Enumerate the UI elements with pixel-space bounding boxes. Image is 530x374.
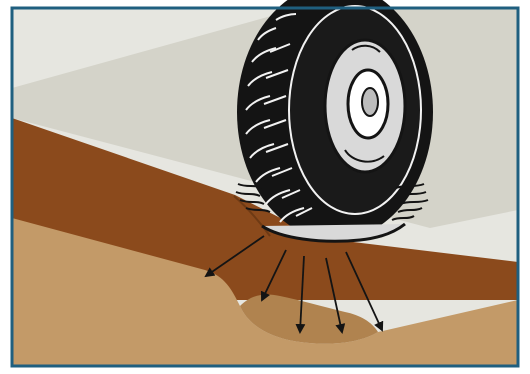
compaction-diagram — [0, 0, 530, 374]
